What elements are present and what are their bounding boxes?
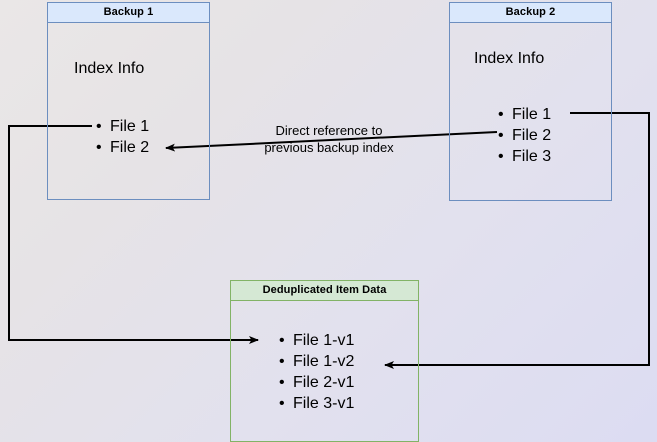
- direct-reference-caption: Direct reference to previous backup inde…: [249, 122, 409, 156]
- backup-2-index-info-label: Index Info: [474, 50, 545, 67]
- backup-2-header: Backup 2: [450, 3, 611, 23]
- list-item: File 1: [498, 104, 551, 125]
- caption-line-2: previous backup index: [264, 140, 394, 155]
- backup-2-title: Backup 2: [505, 6, 556, 18]
- deduplicated-file-list: File 1-v1 File 1-v2 File 2-v1 File 3-v1: [275, 330, 354, 414]
- backup-1-index-info-label: Index Info: [74, 60, 145, 77]
- backup-1-box: Backup 1: [47, 2, 210, 200]
- backup-1-title: Backup 1: [103, 6, 154, 18]
- backup-1-header: Backup 1: [48, 3, 209, 23]
- list-item: File 1-v2: [279, 351, 354, 372]
- list-item: File 1-v1: [279, 330, 354, 351]
- list-item: File 2: [498, 125, 551, 146]
- list-item: File 2: [96, 137, 149, 158]
- backup-2-box: Backup 2: [449, 2, 612, 201]
- caption-line-1: Direct reference to: [275, 123, 383, 138]
- backup-2-file-list: File 1 File 2 File 3: [494, 104, 551, 167]
- deduplicated-item-data-title: Deduplicated Item Data: [262, 284, 387, 296]
- backup-1-file-list: File 1 File 2: [92, 116, 149, 158]
- list-item: File 3-v1: [279, 393, 354, 414]
- list-item: File 2-v1: [279, 372, 354, 393]
- list-item: File 3: [498, 146, 551, 167]
- deduplicated-item-data-box: Deduplicated Item Data: [230, 280, 419, 442]
- deduplicated-item-data-header: Deduplicated Item Data: [231, 281, 418, 301]
- list-item: File 1: [96, 116, 149, 137]
